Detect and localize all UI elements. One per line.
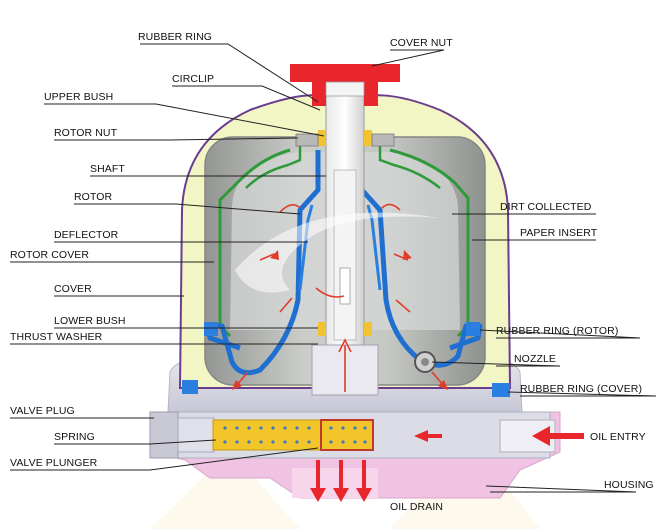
label-shaft: SHAFT (90, 163, 125, 175)
label-thrust-washer: THRUST WASHER (10, 331, 103, 343)
label-lower-bush: LOWER BUSH (54, 315, 126, 327)
lower-bush-part-r (364, 322, 372, 336)
label-oil-drain: OIL DRAIN (390, 501, 443, 513)
upper-bush-part-r (364, 130, 372, 146)
plunger-dots (329, 426, 367, 444)
spring-part (212, 419, 322, 451)
label-cover-nut: COVER NUT (390, 37, 453, 49)
deflector-left (298, 204, 314, 291)
paper-insert-right (389, 148, 470, 338)
rotor-cover-top-left (245, 140, 302, 189)
rotor-cover-top-right (378, 140, 441, 189)
shaft-slot (339, 267, 351, 305)
label-upper-bush: UPPER BUSH (44, 91, 113, 103)
rubber-ring-rotor-right (466, 322, 480, 336)
flow-arrow-heads (232, 250, 448, 390)
label-nozzle: NOZZLE (514, 353, 556, 365)
rubber-ring-rotor-left (204, 322, 218, 336)
paper-insert-left (218, 148, 291, 338)
valve-plug-body (177, 417, 215, 453)
label-rotor: ROTOR (74, 191, 113, 203)
deflector-right (366, 204, 382, 291)
label-paper-insert: PAPER INSERT (520, 227, 598, 239)
label-valve-plunger: VALVE PLUNGER (10, 457, 98, 469)
oil-drain-arrows (310, 460, 372, 502)
label-rubber-ring-cover: RUBBER RING (COVER) (520, 383, 642, 395)
nozzle-inner (421, 358, 429, 366)
shaft-core (333, 169, 357, 341)
cover-nut-part (290, 64, 400, 106)
label-deflector: DEFLECTOR (54, 229, 119, 241)
rotor-nut-part-r (371, 133, 395, 147)
label-dirt-collected: DIRT COLLECTED (500, 201, 592, 213)
swoosh-watermark (235, 212, 440, 293)
label-valve-plug: VALVE PLUG (10, 405, 75, 417)
label-rubber-ring: RUBBER RING (138, 31, 212, 43)
label-spring: SPRING (54, 431, 95, 443)
rotor-nut-part (295, 133, 319, 147)
label-cover: COVER (54, 283, 92, 295)
label-rotor-cover: ROTOR COVER (10, 249, 89, 261)
flow-arrows (235, 203, 445, 392)
label-rotor-nut: ROTOR NUT (54, 127, 118, 139)
label-housing: HOUSING (604, 479, 654, 491)
upper-bush-part (318, 130, 326, 146)
lower-bush-part (318, 322, 326, 336)
oil-entry-arrows (414, 426, 584, 446)
spring-dots (223, 426, 311, 444)
label-rubber-ring-rotor: RUBBER RING (ROTOR) (496, 325, 618, 337)
label-circlip: CIRCLIP (172, 73, 214, 85)
rubber-ring-cover-right (492, 383, 510, 397)
rotor-left (205, 150, 321, 376)
rubber-ring-cover-left (182, 380, 198, 394)
valve-plug-part (149, 411, 179, 459)
leader-lines (10, 43, 657, 493)
label-oil-entry: OIL ENTRY (590, 431, 646, 443)
valve-plunger-part (320, 419, 374, 451)
